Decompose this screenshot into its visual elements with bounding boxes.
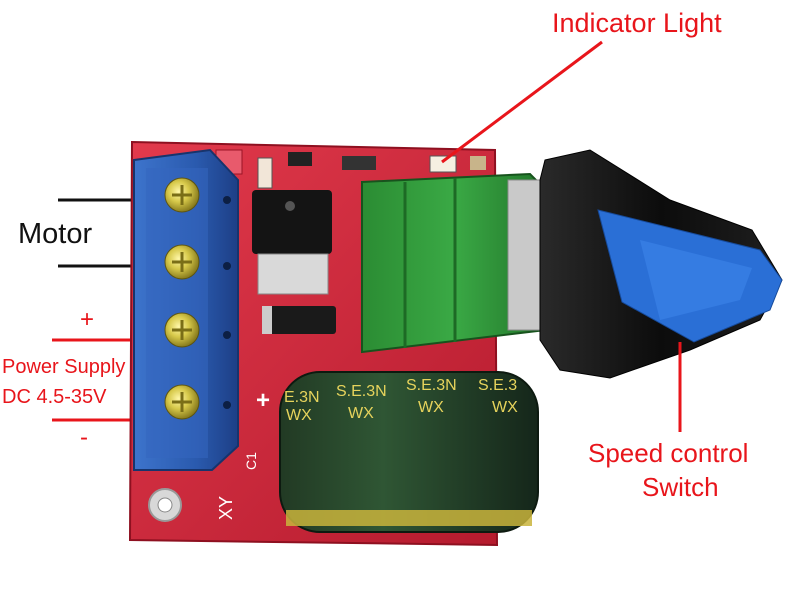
smd-diode-top xyxy=(288,152,312,166)
cap-text-4: S.E.3 xyxy=(478,377,517,394)
xy-mark: XY xyxy=(216,496,236,520)
capacitor-band xyxy=(286,510,532,526)
mosfet-mark xyxy=(285,201,295,211)
capacitor-body xyxy=(279,371,539,533)
cap-sub-3: WX xyxy=(418,399,444,416)
c1-mark: C1 xyxy=(243,452,259,470)
mosfet-tab xyxy=(257,253,329,295)
diode-body xyxy=(262,306,336,334)
cap-sub-2: WX xyxy=(348,405,374,422)
smd-cap xyxy=(470,156,486,170)
indicator-pointer xyxy=(441,40,603,164)
switch-label: Switch xyxy=(642,472,719,502)
smd-part xyxy=(342,156,376,170)
indicator-light-label: Indicator Light xyxy=(552,8,722,38)
smd-resistor xyxy=(257,157,273,189)
capacitor-markings: E.3N S.E.3N S.E.3N S.E.3 WX WX WX WX xyxy=(284,377,518,424)
plus-label: + xyxy=(80,306,95,333)
indicator-led xyxy=(429,155,457,173)
power-supply-label: Power Supply xyxy=(2,356,126,378)
minus-label: - xyxy=(80,424,88,451)
cap-text-2: S.E.3N xyxy=(336,383,387,400)
plus-mark: + xyxy=(256,387,270,414)
terminal-screws xyxy=(164,177,200,420)
cap-text-1: E.3N xyxy=(284,389,320,406)
cap-sub-4: WX xyxy=(492,399,518,416)
diode-band xyxy=(262,306,272,334)
motor-label: Motor xyxy=(18,218,93,250)
speed-control-label: Speed control xyxy=(588,438,749,468)
terminal-holes xyxy=(223,196,231,409)
voltage-range-label: DC 4.5-35V xyxy=(2,386,107,408)
mosfet-body xyxy=(252,190,332,254)
cap-sub-1: WX xyxy=(286,407,312,424)
cap-text-3: S.E.3N xyxy=(406,377,457,394)
